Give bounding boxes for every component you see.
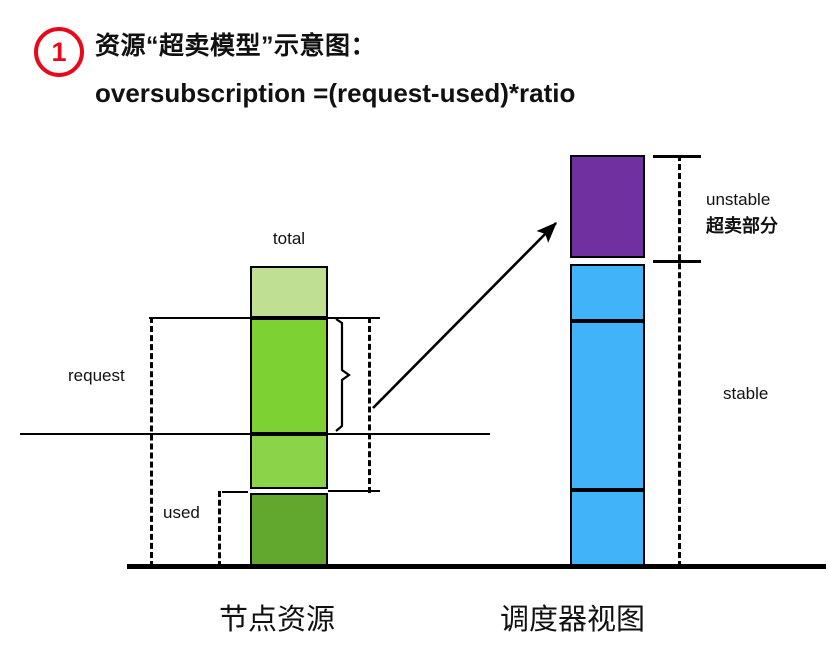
right-measure-line [678, 155, 681, 567]
used-label: used [163, 503, 200, 522]
oversubscription-bracket [335, 318, 351, 432]
stable-label: stable [723, 384, 769, 403]
ground-baseline [127, 564, 826, 569]
formula-text: oversubscription =(request-used)*ratio [95, 78, 576, 108]
total-label: total [272, 229, 306, 248]
request-label: request [68, 366, 125, 385]
used-measure-line [218, 491, 221, 567]
right-bar-segment-stable-band-bottom [570, 490, 645, 566]
request-right-tick [328, 317, 380, 319]
unstable-top-tick [653, 155, 701, 158]
used-right-tick [328, 490, 380, 492]
unstable-label-cn: 超卖部分 [706, 216, 778, 236]
unstable-label: unstable [706, 190, 771, 209]
left-bar-segment-request-band [250, 318, 328, 434]
unstable-bottom-tick [653, 260, 701, 263]
left-bar-right-dash [368, 317, 371, 493]
right-panel-caption: 调度器视图 [500, 604, 646, 636]
used-top-tick [222, 491, 248, 493]
right-bar-segment-stable-band-top [570, 264, 645, 321]
right-bar-segment-stable-band-mid [570, 321, 645, 490]
page-title: 资源“超卖模型”示意图： [95, 32, 377, 60]
request-measure-line [150, 317, 153, 567]
request-top-guide [149, 317, 329, 319]
request-bottom-guide [20, 433, 490, 435]
right-bar-segment-oversubscribed-band [570, 155, 645, 258]
left-panel-caption: 节点资源 [219, 604, 336, 636]
left-bar-segment-total-headroom [250, 266, 328, 318]
left-bar-segment-allocated-band [250, 434, 328, 489]
step-number-badge: 1 [34, 27, 84, 77]
mapping-arrow [372, 222, 557, 409]
left-bar-segment-used-band [250, 493, 328, 566]
